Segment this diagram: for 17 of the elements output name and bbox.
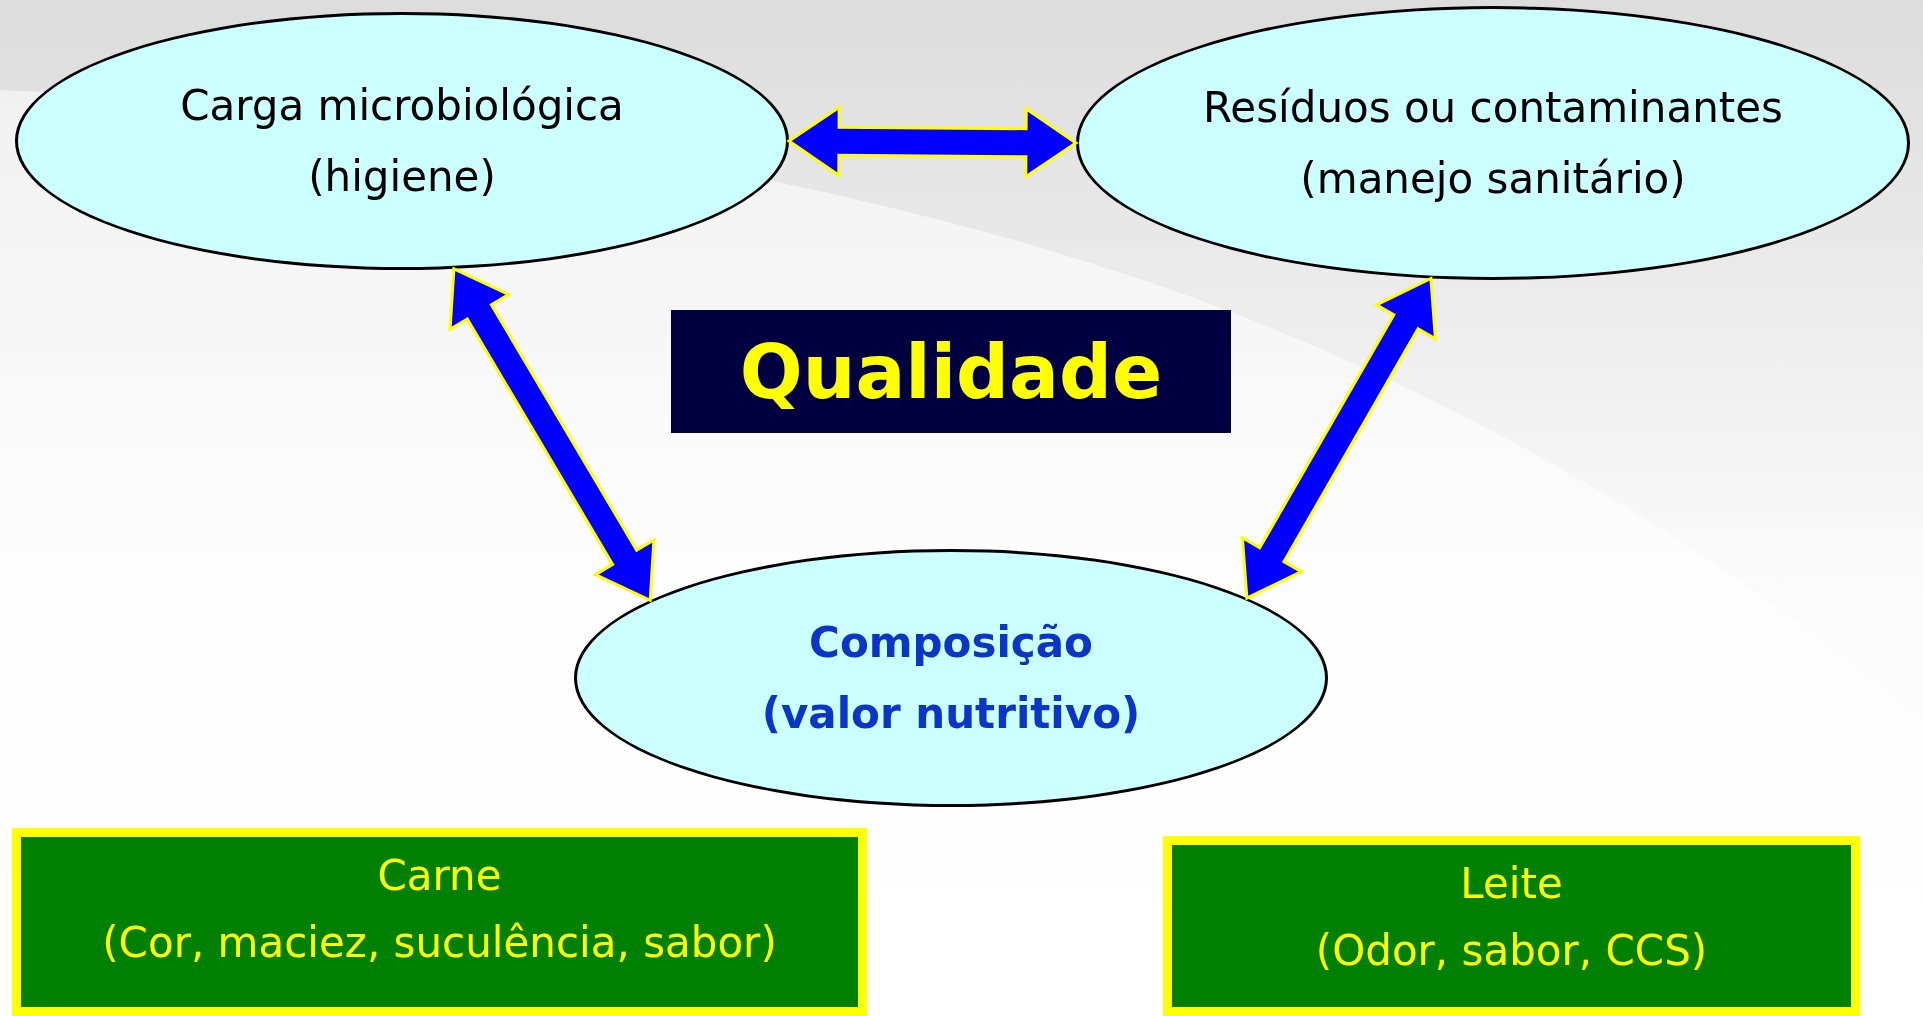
node-heading: Composição	[809, 618, 1093, 667]
node-heading: Qualidade	[739, 328, 1163, 415]
title-box	[671, 310, 1231, 433]
node-detail: (Odor, sabor, CCS)	[1315, 926, 1708, 975]
node-heading: Leite	[1460, 859, 1563, 908]
node-detail: (higiene)	[308, 152, 496, 201]
info-box	[12, 828, 867, 1016]
double-arrow	[448, 266, 656, 603]
node-heading: Resíduos ou contaminantes	[1203, 83, 1783, 132]
node-heading: Carne	[377, 851, 502, 900]
node-detail: (valor nutritivo)	[761, 689, 1141, 738]
double-arrow	[1240, 276, 1438, 601]
double-arrow	[786, 104, 1079, 180]
info-box	[1163, 836, 1860, 1016]
node-detail: (Cor, maciez, suculência, sabor)	[102, 918, 777, 967]
node-detail: (manejo sanitário)	[1300, 154, 1686, 203]
node-heading: Carga microbiológica	[180, 81, 624, 130]
